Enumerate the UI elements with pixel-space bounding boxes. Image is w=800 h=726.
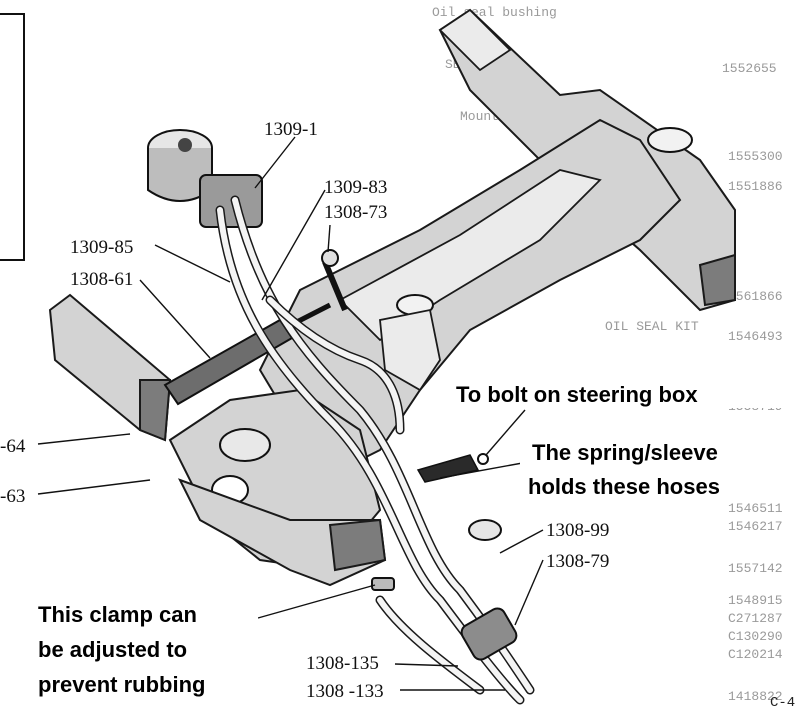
label-1308-135: 1308-135 [306, 653, 379, 674]
page-text: Oil seal bushing [432, 5, 557, 20]
leader-1308-79 [514, 559, 544, 626]
pump-cap [178, 138, 192, 152]
part-labels: 1309-1 1309-83 1308-73 1309-85 1308-61 -… [0, 119, 609, 702]
leader-1308-99 [499, 529, 544, 554]
page-text: Mount [460, 109, 499, 124]
right-rail-face [438, 8, 512, 72]
label-63: -63 [0, 486, 25, 507]
leader-1309-83 [261, 189, 326, 301]
leader-spring [439, 461, 529, 479]
leader-clamp [257, 584, 376, 619]
page-text: C271287 [728, 611, 783, 626]
annotations: To bolt on steering box The spring/sleev… [28, 378, 792, 706]
clamp-note-line1: This clamp can [38, 602, 197, 627]
fitting-top [321, 249, 339, 267]
spring-sleeve [416, 454, 480, 483]
page-text: 1418822 [728, 689, 783, 704]
page-text: 1546493 [728, 329, 783, 344]
steering-box-bolt [477, 453, 489, 465]
label-64: -64 [0, 436, 26, 457]
hoses [215, 195, 535, 705]
page-text: 1546511 [728, 501, 783, 516]
valve-fitting [468, 519, 502, 541]
lower-member-end [328, 518, 387, 572]
tie-rod [322, 260, 348, 312]
right-rail-end [698, 253, 736, 307]
leader-1309-1 [254, 136, 296, 189]
leader-63 [37, 479, 151, 495]
leader-lines [37, 136, 544, 691]
page-text: 1555300 [728, 149, 783, 164]
page-text: 1552655 [722, 61, 777, 76]
page-text: OIL SEAL KIT [605, 319, 699, 334]
page-text: 1546217 [728, 519, 783, 534]
power-steering-pump [147, 129, 263, 228]
clamp-note-line2: be adjusted to [38, 637, 187, 662]
clamp-note-bg [28, 596, 258, 706]
label-1308-73: 1308-73 [324, 202, 387, 223]
page-text: 1548915 [728, 593, 783, 608]
frame-illustration [48, 8, 736, 587]
page-corner-mark: C-4 [770, 695, 795, 711]
hose-clamp [371, 577, 395, 591]
clamp-note-line3: prevent rubbing [38, 672, 205, 697]
spring-note-bg [520, 436, 792, 502]
lower-arm-spring-seat [219, 428, 271, 462]
leader-1308-73 [327, 224, 331, 253]
label-1308-99: 1308-99 [546, 520, 609, 541]
page-text: 1557142 [728, 561, 783, 576]
leader-64 [37, 433, 131, 445]
background-page-text: Oil seal bushing SEAT 1552655 Mount 1555… [0, 5, 795, 711]
page-text: 1561866 [728, 289, 783, 304]
page-text: C130290 [728, 629, 783, 644]
bolt-note: To bolt on steering box [456, 382, 698, 407]
center-bracket [379, 308, 441, 392]
label-1309-85: 1309-85 [70, 237, 133, 258]
leader-1308-61 [139, 279, 211, 359]
leader-1308-135 [394, 663, 459, 667]
page-text: C120214 [728, 647, 783, 662]
label-1308-79: 1308-79 [546, 551, 609, 572]
label-1308-133: 1308 -133 [306, 681, 384, 702]
control-valve [460, 607, 518, 661]
leader-1309-85 [154, 244, 231, 283]
label-1308-61: 1308-61 [70, 269, 133, 290]
label-1309-1: 1309-1 [264, 119, 318, 140]
bolt-note-bg [452, 378, 792, 408]
spring-note-line2: holds these hoses [528, 474, 720, 499]
shock-tower-right [647, 127, 693, 153]
leader-bolt [485, 409, 526, 456]
hose-path [267, 297, 403, 433]
page-border-box [0, 13, 25, 261]
page-text: 1551886 [728, 179, 783, 194]
spring-note-line1: The spring/sleeve [532, 440, 718, 465]
label-1309-83: 1309-83 [324, 177, 387, 198]
left-rail-end [139, 379, 172, 442]
hose-path [377, 597, 483, 693]
